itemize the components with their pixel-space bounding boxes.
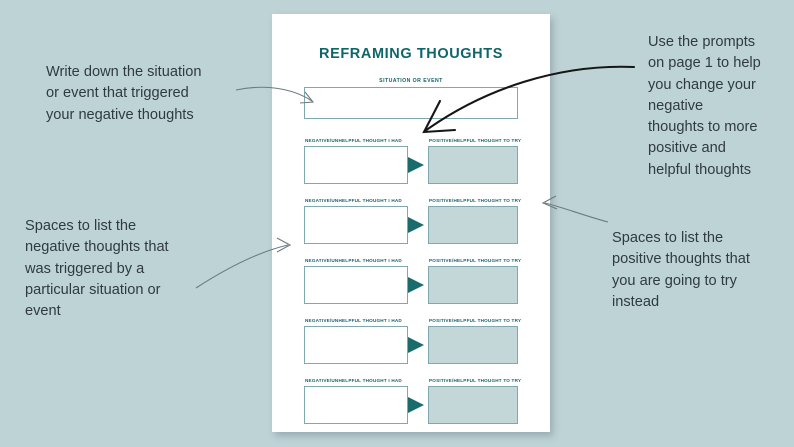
worksheet-sheet: REFRAMING THOUGHTS SITUATION OR EVENT NE… xyxy=(272,14,550,432)
negative-thought-label: NEGATIVE/UNHELPFUL THOUGHT I HAD xyxy=(305,138,402,143)
negative-thought-label: NEGATIVE/UNHELPFUL THOUGHT I HAD xyxy=(305,198,402,203)
negative-thought-label: NEGATIVE/UNHELPFUL THOUGHT I HAD xyxy=(305,258,402,263)
arrow-right-triangle-icon xyxy=(408,277,424,293)
positive-thought-input[interactable] xyxy=(428,266,518,304)
positive-thought-label: POSITIVE/HELPFUL THOUGHT TO TRY xyxy=(429,258,522,263)
positive-thought-input[interactable] xyxy=(428,326,518,364)
negative-thought-label: NEGATIVE/UNHELPFUL THOUGHT I HAD xyxy=(305,318,402,323)
positive-thought-label: POSITIVE/HELPFUL THOUGHT TO TRY xyxy=(429,318,522,323)
positive-thought-input[interactable] xyxy=(428,206,518,244)
annotation-bottom-right: Spaces to list the positive thoughts tha… xyxy=(612,230,750,310)
negative-thought-input[interactable] xyxy=(304,146,408,184)
negative-thought-input[interactable] xyxy=(304,386,408,424)
thought-row: NEGATIVE/UNHELPFUL THOUGHT I HAD POSITIV… xyxy=(272,138,550,190)
thought-row: NEGATIVE/UNHELPFUL THOUGHT I HAD POSITIV… xyxy=(272,198,550,250)
negative-thought-input[interactable] xyxy=(304,266,408,304)
positive-thought-input[interactable] xyxy=(428,146,518,184)
situation-field-label: SITUATION OR EVENT xyxy=(379,78,443,84)
arrow-right-triangle-icon xyxy=(408,157,424,173)
arrow-bottom-right-icon xyxy=(541,195,609,223)
thought-row: NEGATIVE/UNHELPFUL THOUGHT I HAD POSITIV… xyxy=(272,318,550,370)
positive-thought-label: POSITIVE/HELPFUL THOUGHT TO TRY xyxy=(429,378,522,383)
positive-thought-label: POSITIVE/HELPFUL THOUGHT TO TRY xyxy=(429,198,522,203)
situation-input[interactable] xyxy=(304,87,518,119)
arrow-right-triangle-icon xyxy=(408,337,424,353)
positive-thought-label: POSITIVE/HELPFUL THOUGHT TO TRY xyxy=(429,138,522,143)
negative-thought-input[interactable] xyxy=(304,206,408,244)
thought-row: NEGATIVE/UNHELPFUL THOUGHT I HAD POSITIV… xyxy=(272,258,550,310)
negative-thought-label: NEGATIVE/UNHELPFUL THOUGHT I HAD xyxy=(305,378,402,383)
arrow-right-triangle-icon xyxy=(408,217,424,233)
positive-thought-input[interactable] xyxy=(428,386,518,424)
annotation-bottom-left: Spaces to list the negative thoughts tha… xyxy=(25,218,169,320)
arrow-right-triangle-icon xyxy=(408,397,424,413)
negative-thought-input[interactable] xyxy=(304,326,408,364)
annotation-top-left: Write down the situation or event that t… xyxy=(46,64,202,123)
page-title: REFRAMING THOUGHTS xyxy=(319,46,503,62)
thought-row: NEGATIVE/UNHELPFUL THOUGHT I HAD POSITIV… xyxy=(272,378,550,430)
annotation-top-right: Use the prompts on page 1 to help you ch… xyxy=(648,34,761,178)
